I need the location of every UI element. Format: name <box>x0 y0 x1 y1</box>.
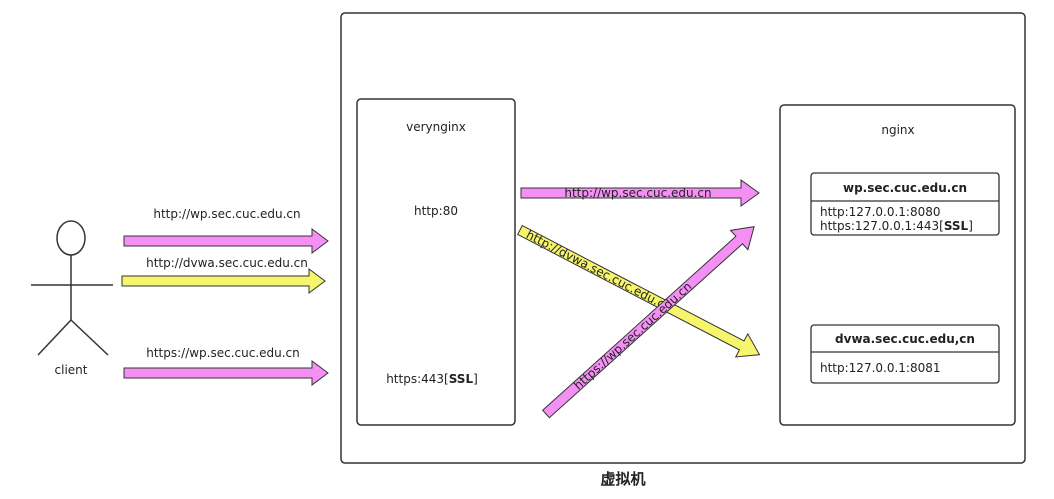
verynginx-https-port: https:443[SSL] <box>386 372 478 386</box>
verynginx-http-port: http:80 <box>414 204 458 218</box>
site-wp-name: wp.sec.cuc.edu.cn <box>843 181 967 195</box>
client-request-http-dvwa: http://dvwa.sec.cuc.edu.cn <box>146 256 308 270</box>
site-dvwa-http: http:127.0.0.1:8081 <box>820 361 941 375</box>
vm-label: 虚拟机 <box>600 470 645 488</box>
forward-label-http-wp: http://wp.sec.cuc.edu.cn <box>564 186 711 200</box>
client-label: client <box>55 363 88 377</box>
verynginx-title: verynginx <box>406 120 466 134</box>
client-request-http-wp: http://wp.sec.cuc.edu.cn <box>153 207 300 221</box>
client-arrow-https-wp <box>123 360 329 386</box>
client-request-https-wp: https://wp.sec.cuc.edu.cn <box>146 346 300 360</box>
forward-arrow-http-wp <box>520 179 760 207</box>
nginx-title: nginx <box>881 123 914 137</box>
nginx-site-wp: wp.sec.cuc.edu.cn http:127.0.0.1:8080 ht… <box>810 172 1000 236</box>
site-dvwa-name: dvwa.sec.cuc.edu,cn <box>835 332 975 346</box>
client-actor-icon <box>31 220 113 356</box>
client-arrow-http-wp <box>123 228 329 254</box>
nginx-site-dvwa: dvwa.sec.cuc.edu,cn http:127.0.0.1:8081 <box>810 324 1000 384</box>
site-wp-https: https:127.0.0.1:443[SSL] <box>820 219 973 233</box>
site-wp-http: http:127.0.0.1:8080 <box>820 205 941 219</box>
client-arrow-http-dvwa <box>121 268 326 294</box>
verynginx-box <box>356 98 516 426</box>
